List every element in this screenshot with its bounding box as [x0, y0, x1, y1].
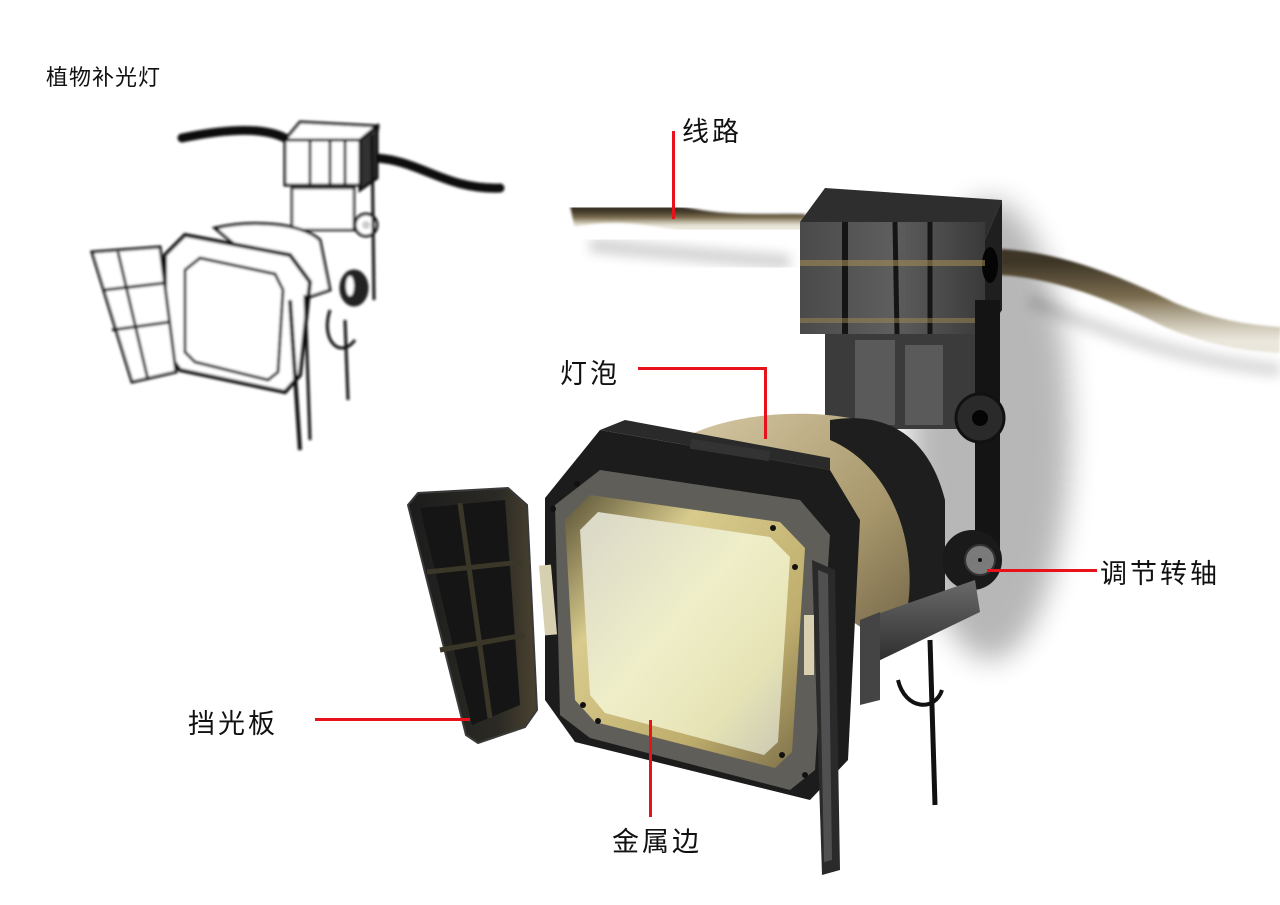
label-pivot: 调节转轴 — [1100, 559, 1220, 590]
leader-line-pivot — [987, 569, 1097, 572]
label-metal-rim: 金属边 — [612, 827, 702, 858]
leader-line-bulb-h — [638, 367, 766, 370]
label-cable: 线路 — [682, 117, 742, 148]
leader-line-bulb-v — [764, 367, 767, 439]
label-barn-door: 挡光板 — [188, 709, 278, 740]
render-lamp — [406, 188, 1280, 875]
leader-line-metal-rim — [649, 720, 652, 817]
page-title: 植物补光灯 — [46, 66, 162, 91]
sketch-lamp — [90, 120, 505, 451]
label-bulb: 灯泡 — [560, 359, 620, 390]
leader-line-barn-door — [315, 718, 470, 721]
leader-line-cable — [672, 131, 675, 219]
